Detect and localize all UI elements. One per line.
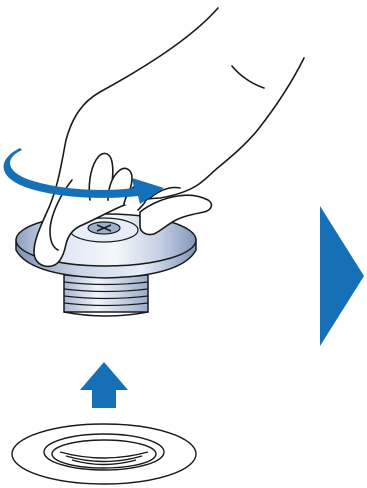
mounting-ring-icon: [12, 424, 196, 484]
up-arrow-icon: [80, 362, 128, 408]
next-step-arrow-icon: [320, 206, 364, 346]
